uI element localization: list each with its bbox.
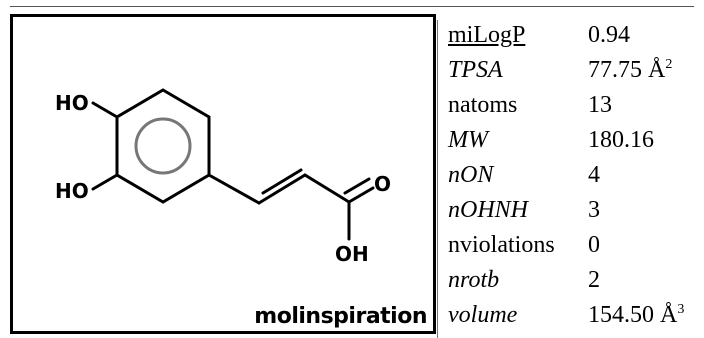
property-name: miLogP	[448, 22, 526, 48]
property-value: 180.16	[588, 127, 654, 153]
property-name: natoms	[448, 92, 518, 118]
property-name: nON	[448, 162, 494, 188]
property-name: nviolations	[448, 232, 555, 258]
bond-ring-chain	[207, 173, 261, 205]
bond-double-1	[257, 173, 307, 205]
benzene-ring	[115, 88, 211, 204]
bond-oh-bottom	[91, 173, 119, 191]
property-name: nOHNH	[448, 197, 529, 223]
bond-co-1	[347, 186, 375, 204]
property-list: miLogP 0.94 TPSA 77.75 Å2 natoms 13 MW 1…	[448, 18, 702, 333]
atom-carbonyl-oxygen: O	[374, 172, 391, 196]
property-row-tpsa: TPSA 77.75 Å2	[448, 53, 702, 88]
property-name: MW	[448, 127, 488, 153]
molinspiration-logo: molinspiration	[254, 304, 427, 329]
property-value: 4	[588, 162, 600, 188]
property-value: 0.94	[588, 22, 630, 48]
atom-oh: OH	[335, 242, 369, 266]
bond-double-2	[261, 168, 303, 195]
property-value: 3	[588, 197, 600, 223]
top-border-line	[10, 6, 694, 7]
bond-oh-top	[91, 101, 119, 119]
property-value: 154.50 Å3	[588, 302, 685, 328]
property-row-nohnh: nOHNH 3	[448, 193, 702, 228]
property-row-milogp: miLogP 0.94	[448, 18, 702, 53]
property-row-nviolations: nviolations 0	[448, 228, 702, 263]
atom-ho-bottom: HO	[55, 179, 89, 203]
property-row-volume: volume 154.50 Å3	[448, 298, 702, 333]
panel-divider	[437, 20, 438, 338]
property-name: nrotb	[448, 267, 500, 293]
atom-ho-top: HO	[55, 91, 89, 115]
property-value: 77.75 Å2	[588, 57, 673, 83]
property-row-non: nON 4	[448, 158, 702, 193]
property-row-mw: MW 180.16	[448, 123, 702, 158]
property-name: volume	[448, 302, 518, 328]
property-row-natoms: natoms 13	[448, 88, 702, 123]
bond-co-2	[343, 177, 371, 195]
property-value: 13	[588, 92, 612, 118]
structure-panel: HO HO O OH molinspiration	[10, 14, 436, 334]
molecule-structure: HO HO O OH	[55, 88, 391, 266]
bond-chain-carbonyl	[303, 173, 351, 204]
aromatic-circle	[134, 117, 192, 175]
property-value: 0	[588, 232, 600, 258]
property-name: TPSA	[448, 57, 503, 83]
property-value: 2	[588, 267, 600, 293]
property-row-nrotb: nrotb 2	[448, 263, 702, 298]
